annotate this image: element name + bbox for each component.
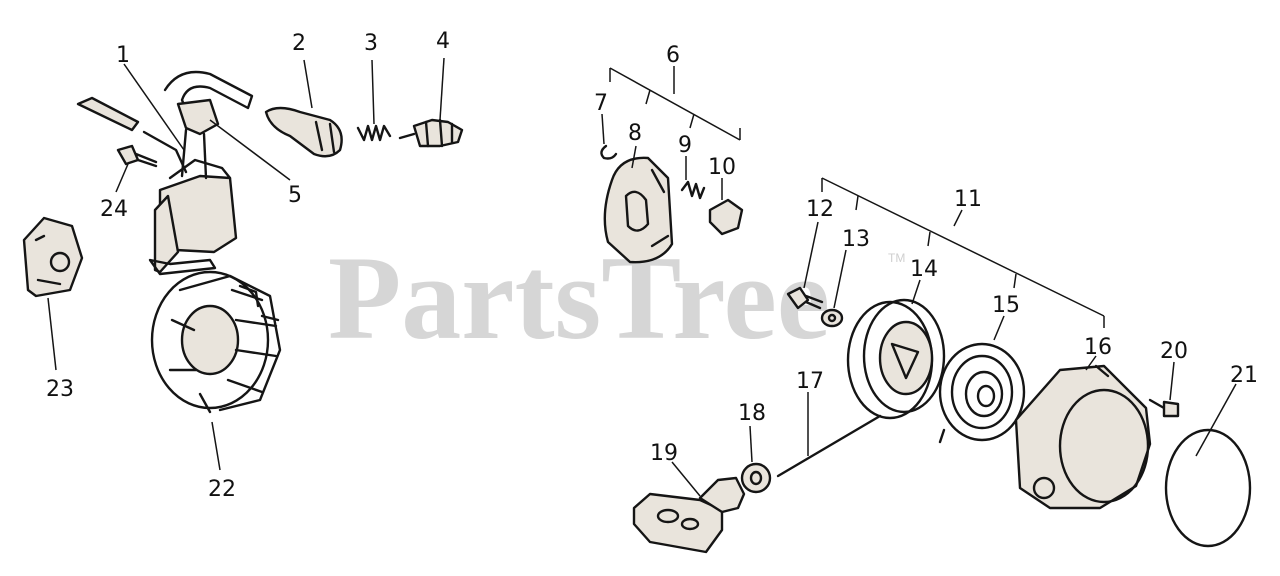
- callout-5: 5: [288, 183, 302, 208]
- clutch-weight-icon[interactable]: [708, 198, 744, 236]
- callout-16: 16: [1084, 335, 1112, 360]
- gasket-icon[interactable]: [1164, 428, 1252, 548]
- rope-grommet-icon[interactable]: [740, 462, 772, 494]
- watermark: PartsTree: [328, 231, 830, 364]
- callout-21: 21: [1230, 363, 1258, 388]
- callout-19: 19: [650, 441, 678, 466]
- callout-14: 14: [910, 257, 938, 282]
- callout-1: 1: [116, 43, 130, 68]
- callout-13: 13: [842, 227, 870, 252]
- washer-icon[interactable]: [820, 308, 844, 328]
- callout-4: 4: [436, 29, 450, 54]
- callout-9: 9: [678, 133, 692, 158]
- callout-8: 8: [628, 121, 642, 146]
- spark-plug-boot-icon[interactable]: [264, 106, 343, 158]
- leader-lines: [47, 57, 1237, 497]
- screw-icon[interactable]: [786, 286, 824, 310]
- callout-10: 10: [708, 155, 736, 180]
- flywheel-icon[interactable]: [150, 270, 282, 414]
- callout-22: 22: [208, 477, 236, 502]
- callout-24: 24: [100, 197, 128, 222]
- starter-rope-icon[interactable]: [776, 414, 882, 478]
- callout-18: 18: [738, 401, 766, 426]
- module-icon[interactable]: [22, 216, 84, 298]
- callout-23: 23: [46, 377, 74, 402]
- callout-20: 20: [1160, 339, 1188, 364]
- clutch-spring-icon[interactable]: [680, 180, 706, 200]
- starter-housing-icon[interactable]: [1014, 364, 1152, 510]
- spark-plug-icon[interactable]: [398, 118, 464, 148]
- bolt-icon[interactable]: [1148, 398, 1180, 418]
- clutch-assembly-bracket: [609, 67, 741, 141]
- terminal-spring-icon[interactable]: [356, 124, 392, 142]
- e-clip-icon[interactable]: [600, 144, 618, 160]
- ignition-coil-icon[interactable]: [148, 70, 254, 276]
- recoil-starter-bracket: [821, 177, 1105, 328]
- starter-handle-icon[interactable]: [632, 476, 746, 554]
- callout-15: 15: [992, 293, 1020, 318]
- watermark-trademark: TM: [888, 251, 905, 265]
- callout-labels: 1 2 3 4 5 6 7 8 9 10 11 12 13 14 15 16 1…: [46, 29, 1258, 502]
- clutch-shoe-icon[interactable]: [603, 156, 674, 264]
- recoil-spring-icon[interactable]: [938, 342, 1026, 444]
- pulley-icon[interactable]: [846, 298, 946, 420]
- callout-11: 11: [954, 187, 982, 212]
- mounting-screw-icon[interactable]: [116, 144, 158, 168]
- callout-6: 6: [666, 43, 680, 68]
- callout-7: 7: [594, 91, 608, 116]
- callout-2: 2: [292, 31, 306, 56]
- callout-3: 3: [364, 31, 378, 56]
- callout-17: 17: [796, 369, 824, 394]
- callout-12: 12: [806, 197, 834, 222]
- ground-wire-icon[interactable]: [76, 96, 188, 174]
